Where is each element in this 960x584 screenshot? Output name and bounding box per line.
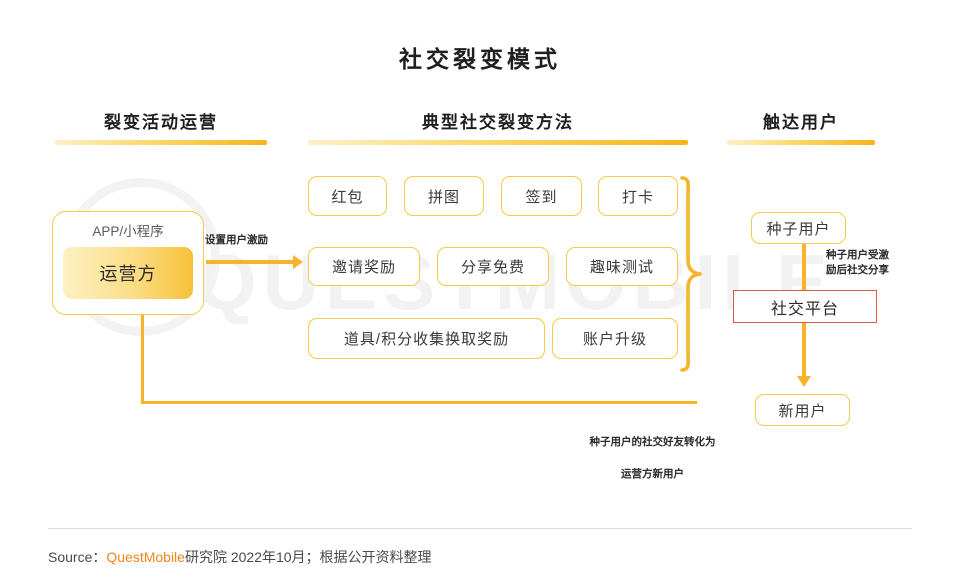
source-prefix: Source： xyxy=(48,549,107,565)
source-line: Source：QuestMobile研究院 2022年10月；根据公开资料整理 xyxy=(48,547,432,567)
methods-group-brace-icon xyxy=(680,176,702,372)
feedback-label: 种子用户的社交好友转化为 运营方新用户 xyxy=(545,418,760,498)
column-header-right-label: 触达用户 xyxy=(763,113,839,132)
node-seed-user[interactable]: 种子用户 xyxy=(751,212,846,244)
column-header-left-rule xyxy=(55,140,267,145)
operator-inner-label: 运营方 xyxy=(63,247,193,299)
feedback-label-line2: 运营方新用户 xyxy=(621,468,684,480)
source-brand: QuestMobile xyxy=(106,549,185,565)
method-chip-daka[interactable]: 打卡 xyxy=(598,176,678,216)
column-header-middle-label: 典型社交裂变方法 xyxy=(422,113,574,132)
column-header-right-rule xyxy=(727,140,875,145)
column-header-left: 裂变活动运营 xyxy=(55,112,267,145)
column-header-middle: 典型社交裂变方法 xyxy=(308,112,688,145)
method-chip-hongbao[interactable]: 红包 xyxy=(308,176,387,216)
method-chip-pintu[interactable]: 拼图 xyxy=(404,176,484,216)
seed-share-label-line1: 种子用户受激 xyxy=(826,249,889,261)
set-incentive-label: 设置用户激励 xyxy=(205,234,268,246)
feedback-horizontal-line xyxy=(141,401,697,404)
platform-to-new-user-arrow xyxy=(797,321,811,387)
seed-share-label-line2: 励后社交分享 xyxy=(826,264,889,276)
method-chip-points-exchange[interactable]: 道具/积分收集换取奖励 xyxy=(308,318,545,359)
set-incentive-arrow xyxy=(206,255,303,269)
feedback-label-line1: 种子用户的社交好友转化为 xyxy=(589,436,716,448)
operator-node: APP/小程序 运营方 xyxy=(52,211,204,315)
footer-divider xyxy=(48,528,912,529)
method-chip-qiandao[interactable]: 签到 xyxy=(501,176,582,216)
node-new-user[interactable]: 新用户 xyxy=(755,394,850,426)
seed-share-label: 种子用户受激 励后社交分享 xyxy=(826,248,889,278)
method-chip-invite-reward[interactable]: 邀请奖励 xyxy=(308,247,420,286)
column-header-middle-rule xyxy=(308,140,688,145)
seed-to-platform-line xyxy=(802,242,806,290)
method-chip-fun-test[interactable]: 趣味测试 xyxy=(566,247,678,286)
feedback-vertical-arrow xyxy=(135,303,150,402)
operator-app-label: APP/小程序 xyxy=(92,224,164,239)
column-header-left-label: 裂变活动运营 xyxy=(104,113,218,132)
method-chip-account-upgrade[interactable]: 账户升级 xyxy=(552,318,678,359)
method-chip-share-free[interactable]: 分享免费 xyxy=(437,247,549,286)
node-social-platform[interactable]: 社交平台 xyxy=(733,290,877,323)
column-header-right: 触达用户 xyxy=(727,112,875,145)
source-rest: 研究院 2022年10月；根据公开资料整理 xyxy=(184,549,432,565)
page-title: 社交裂变模式 xyxy=(399,46,561,72)
